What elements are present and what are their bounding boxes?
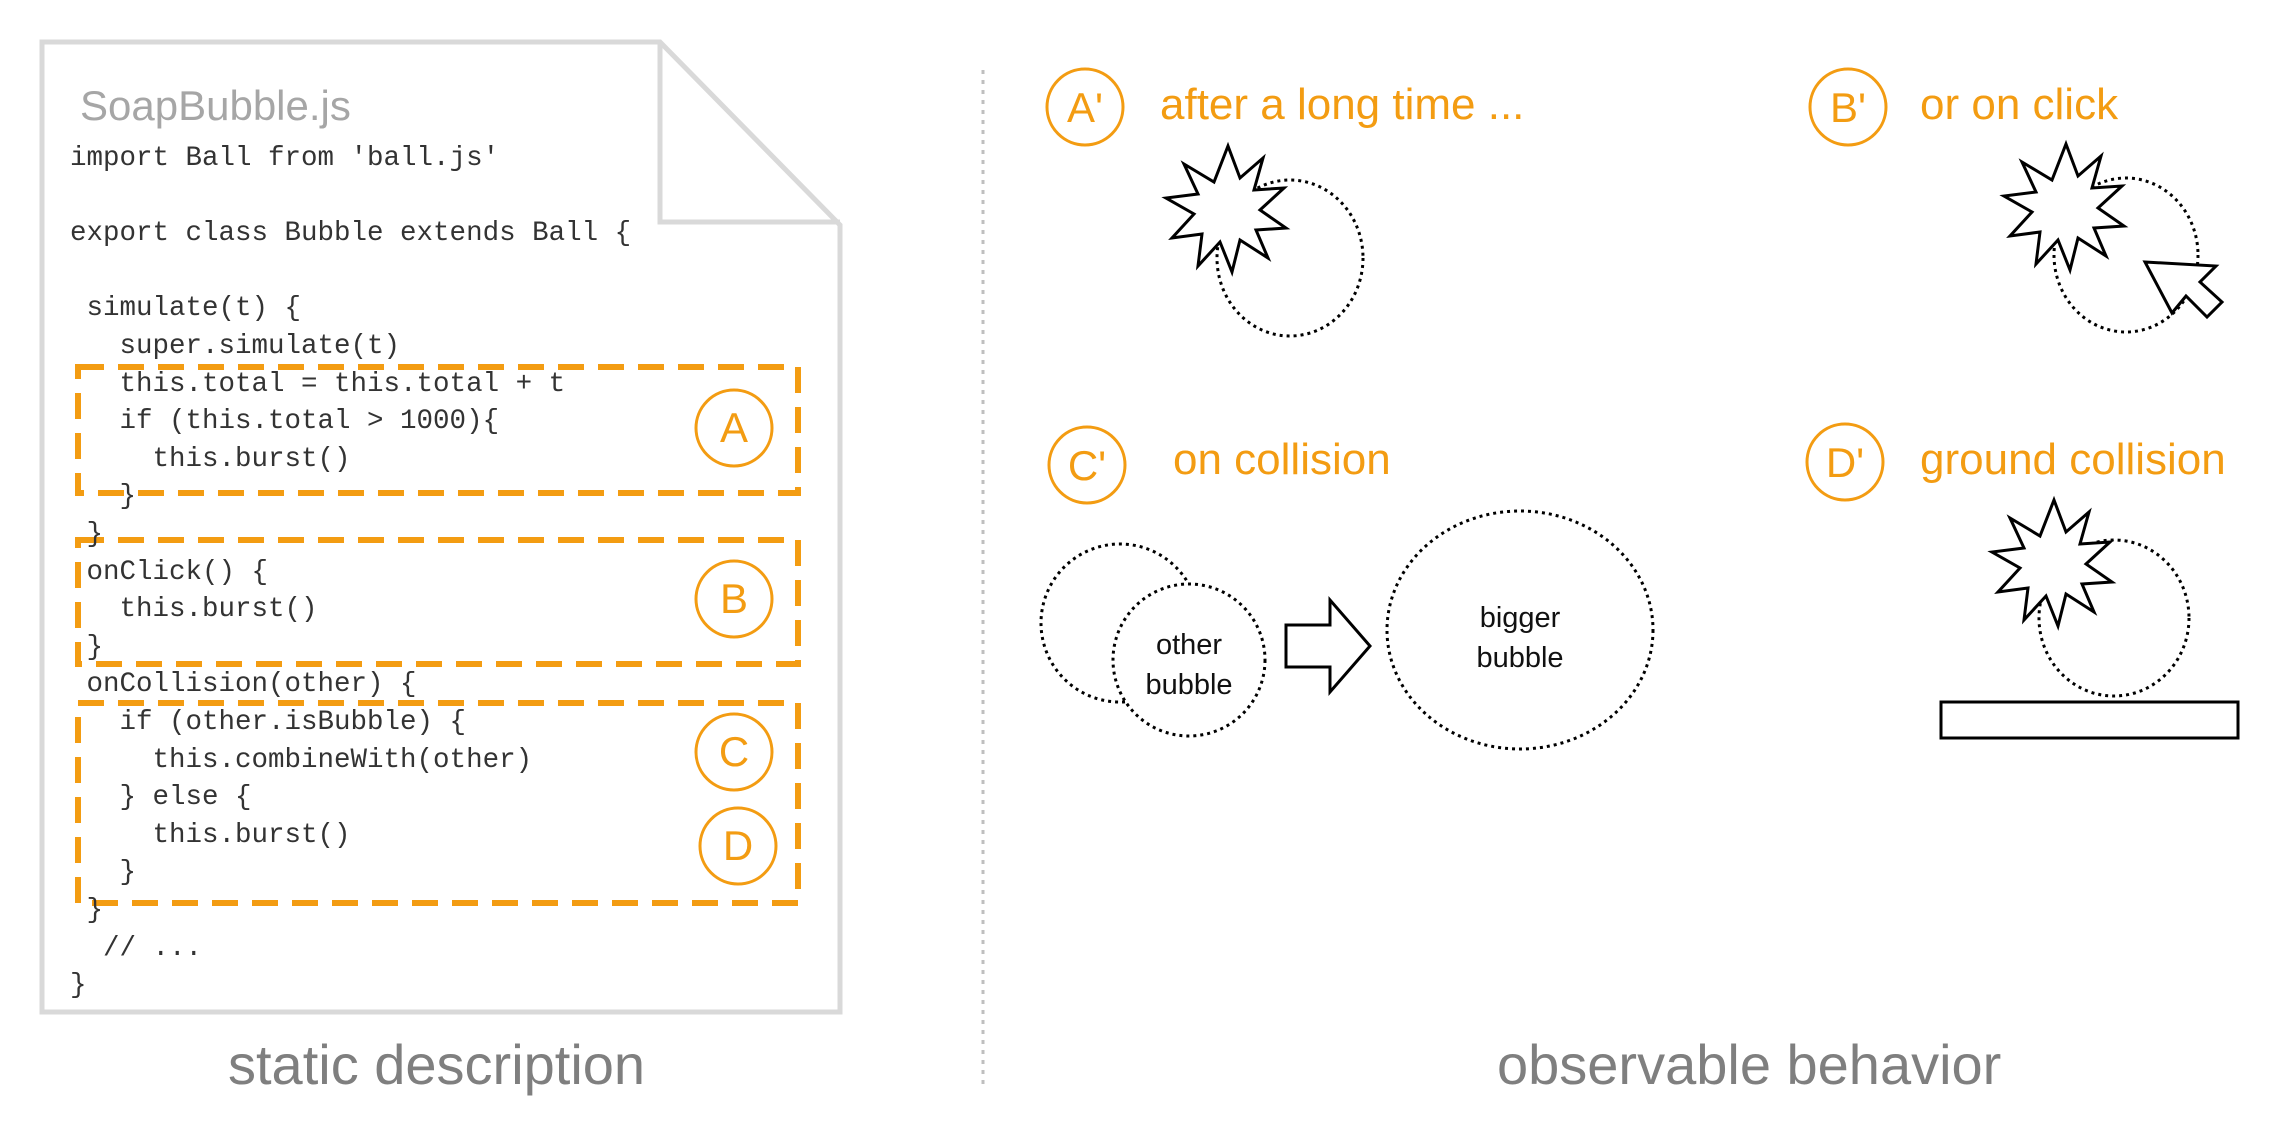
bubble-c-other — [1111, 582, 1267, 738]
other-bubble-label-line2: bubble — [1145, 669, 1233, 701]
svg-text:D: D — [723, 822, 753, 869]
code-line: } — [70, 481, 137, 513]
heading-a-prime: after a long time ... — [1160, 80, 1525, 129]
bubble-c-bigger — [1385, 509, 1655, 751]
heading-d-prime: ground collision — [1920, 435, 2226, 484]
file-name: SoapBubble.js — [80, 82, 351, 129]
code-line: this.burst() — [70, 443, 351, 475]
ground-platform — [1939, 700, 2240, 740]
marker-b: B — [694, 559, 774, 639]
region-cd-box — [75, 700, 801, 906]
document-frame — [39, 39, 843, 1015]
code-line: // ... — [70, 932, 203, 964]
caption-observable-behavior: observable behavior — [1497, 1033, 2002, 1096]
code-line: this.combineWith(other) — [70, 744, 533, 776]
burst-icon — [1999, 139, 2129, 275]
marker-c-prime: C' — [1047, 425, 1127, 505]
bubble-a — [1215, 178, 1365, 338]
marker-b-prime: B' — [1808, 67, 1888, 147]
bubble-b — [2052, 176, 2200, 334]
code-line: } — [70, 519, 104, 550]
bigger-bubble-label: bigger bubble — [1450, 598, 1590, 678]
heading-c-prime: on collision — [1173, 435, 1391, 484]
code-line: super.simulate(t) — [70, 331, 401, 362]
code-line: onClick() { — [70, 556, 269, 588]
code-line: if (this.total > 1000){ — [70, 406, 500, 438]
caption-static-description: static description — [228, 1033, 646, 1096]
code-line: } — [70, 970, 87, 1002]
marker-d: D — [698, 806, 778, 886]
other-bubble-label: other bubble — [1124, 625, 1254, 705]
code-line: import Ball from 'ball.js' — [70, 143, 500, 174]
svg-text:A: A — [720, 404, 748, 451]
region-a-box — [75, 364, 801, 496]
svg-text:D': D' — [1826, 439, 1864, 486]
heading-b-prime: or on click — [1920, 80, 2119, 129]
svg-text:A': A' — [1067, 84, 1103, 131]
code-line: this.total = this.total + t — [70, 368, 566, 400]
marker-a: A — [694, 388, 774, 468]
code-line: export class Bubble extends Ball { — [70, 218, 632, 250]
code-line: } — [70, 895, 104, 926]
svg-text:B: B — [720, 575, 748, 622]
region-b-box — [75, 537, 801, 667]
marker-a-prime: A' — [1045, 67, 1125, 147]
svg-text:C': C' — [1068, 442, 1106, 489]
code-line: onCollision(other) { — [70, 669, 417, 701]
marker-d-prime: D' — [1805, 422, 1885, 502]
code-line: if (other.isBubble) { — [70, 707, 467, 738]
code-line: this.burst() — [70, 594, 318, 626]
bigger-bubble-label-line2: bubble — [1476, 642, 1564, 674]
burst-icon — [1987, 495, 2117, 631]
code-line: } — [70, 631, 104, 663]
other-bubble-label-line1: other — [1155, 629, 1223, 661]
marker-c: C — [694, 712, 774, 792]
svg-text:C: C — [719, 728, 749, 775]
document-fold — [657, 42, 840, 225]
code-line: simulate(t) { — [70, 293, 302, 325]
bigger-bubble-label-line1: bigger — [1479, 602, 1561, 634]
code-line: } else { — [70, 782, 252, 814]
cursor-arrow-icon — [2142, 260, 2225, 320]
bubble-d — [2037, 538, 2191, 698]
right-arrow-icon — [1284, 595, 1372, 697]
code-line: } — [70, 857, 137, 889]
svg-text:B': B' — [1830, 84, 1866, 131]
code-line: this.burst() — [70, 819, 351, 851]
burst-icon — [1161, 141, 1291, 277]
